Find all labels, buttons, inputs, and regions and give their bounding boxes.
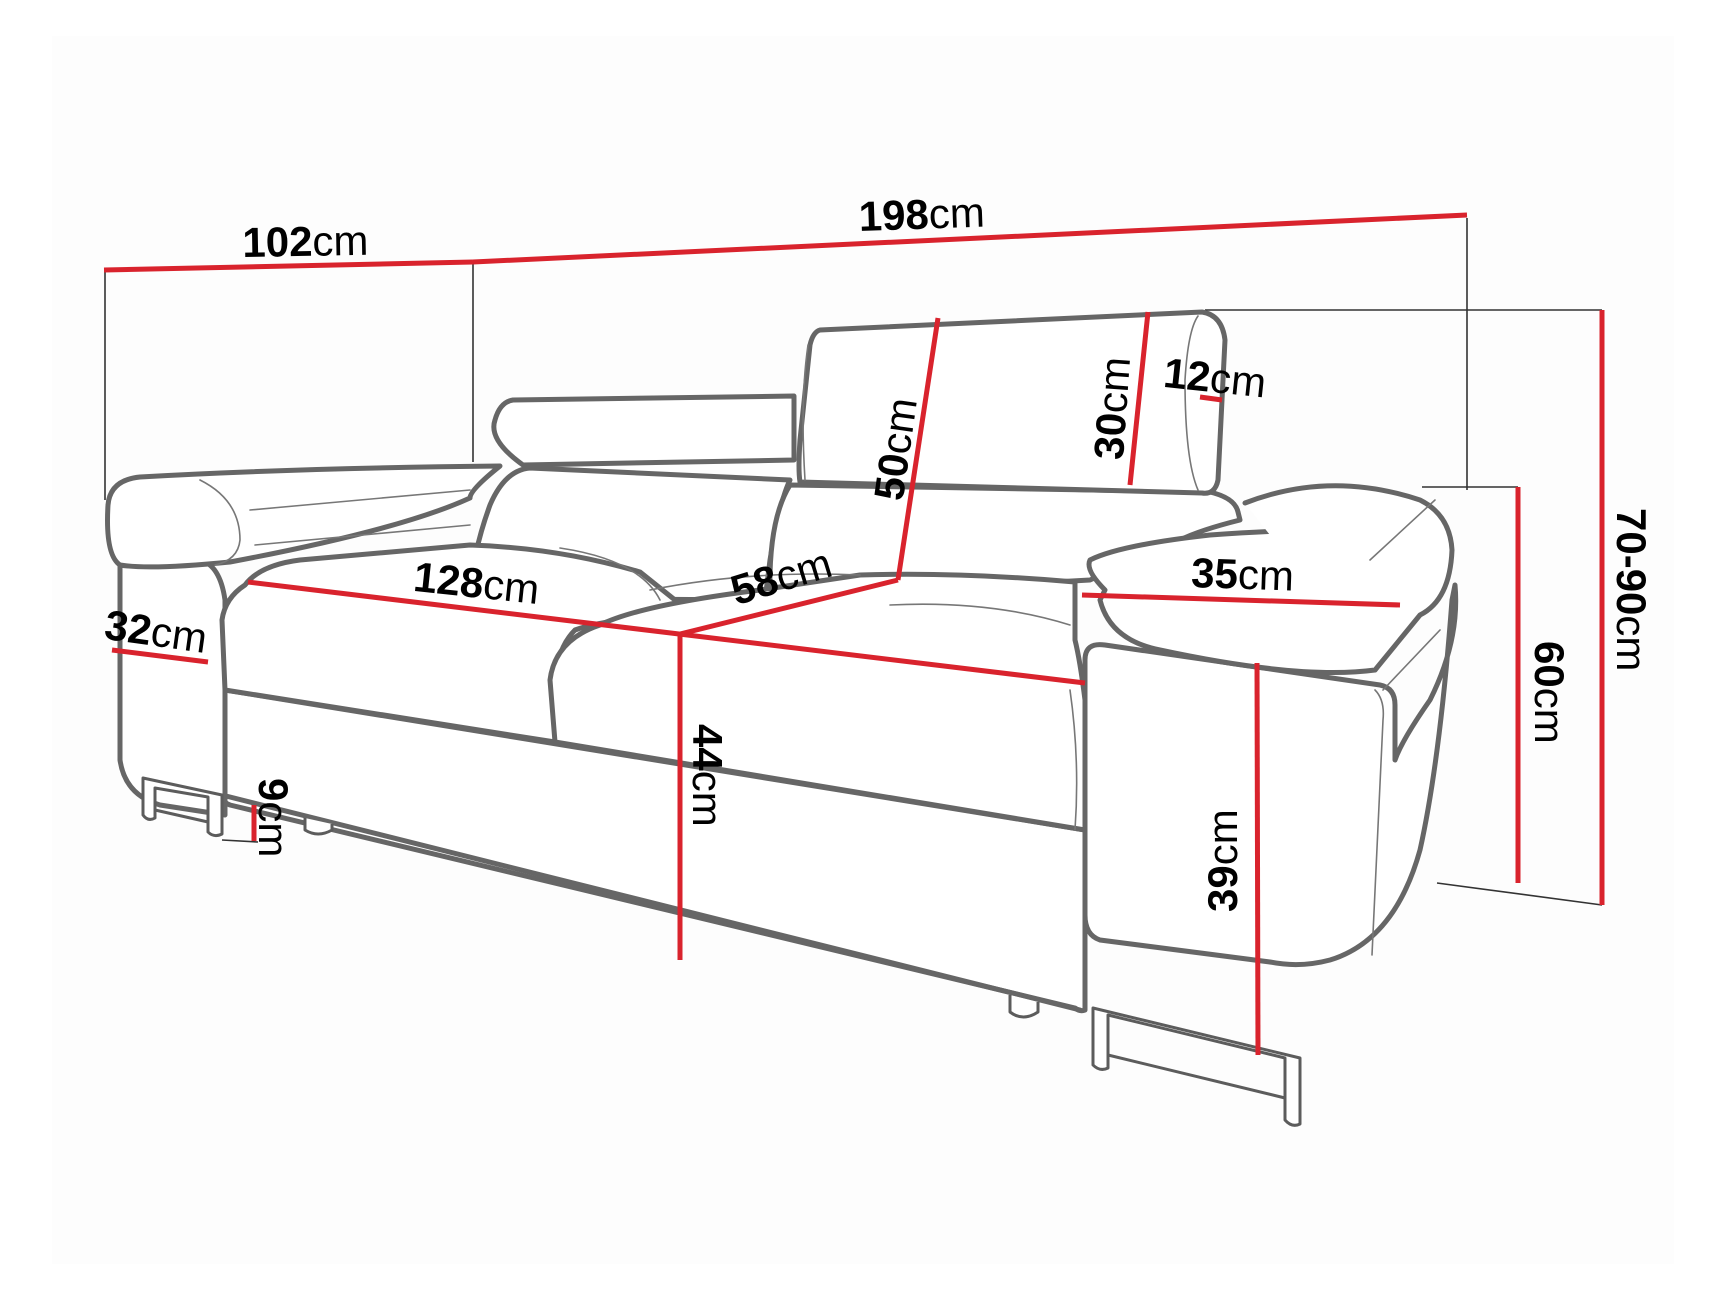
label-value: 9 <box>250 778 297 802</box>
label-unit: cm <box>1608 615 1655 672</box>
dim-line-seat-width <box>247 579 1086 686</box>
label-width-total: 198cm <box>857 188 986 240</box>
label-unit: cm <box>684 770 731 827</box>
label-unit: cm <box>250 801 297 858</box>
dim-line-headrest-thickness <box>1199 394 1223 403</box>
left-headrest <box>491 393 797 468</box>
label-seat-height: 44cm <box>684 724 731 827</box>
label-unit: cm <box>148 607 211 662</box>
label-value: 32 <box>101 601 155 655</box>
right-headrest <box>796 309 1228 496</box>
label-leg-height: 9cm <box>250 778 297 858</box>
label-value: 44 <box>684 724 731 771</box>
left-armrest <box>105 463 503 818</box>
label-unit: cm <box>1526 687 1573 744</box>
label-unit: cm <box>871 394 926 457</box>
label-value: 128 <box>411 553 487 608</box>
right-armrest-body <box>1082 582 1459 968</box>
dim-line-armrest-width <box>1081 592 1401 608</box>
dim-line-seat-depth <box>679 577 899 637</box>
label-value: 60 <box>1526 641 1573 688</box>
label-value: 70-90 <box>1608 508 1655 616</box>
label-unit: cm <box>1088 355 1140 415</box>
label-armrest-width: 35cm <box>1190 549 1295 600</box>
extension-lines <box>104 218 1603 906</box>
label-value: 35 <box>1190 549 1239 598</box>
dim-line-backrest <box>895 317 941 581</box>
label-depth-total: 102cm <box>241 216 369 266</box>
label-value: 50 <box>865 450 919 504</box>
label-unit: cm <box>1237 550 1295 600</box>
dim-line-headrest <box>1127 311 1151 486</box>
legs <box>141 776 1302 1127</box>
dim-line-armrest-side <box>111 647 209 665</box>
seat-cushion-right <box>547 571 1088 833</box>
label-total-height: 70-90cm <box>1608 508 1655 672</box>
label-headrest-thickness: 12cm <box>1161 349 1269 407</box>
dim-line-armrest-body <box>1254 662 1261 1056</box>
label-value: 198 <box>857 190 930 240</box>
dim-line-depth-total <box>103 259 474 273</box>
label-unit: cm <box>312 216 369 265</box>
label-unit: cm <box>927 188 986 238</box>
label-value: 30 <box>1085 411 1136 462</box>
dimension-lines <box>103 212 1605 1056</box>
label-value: 102 <box>241 217 313 266</box>
label-value: 12 <box>1161 349 1213 401</box>
label-value: 39 <box>1199 865 1246 912</box>
label-unit: cm <box>1199 809 1246 866</box>
label-unit: cm <box>481 560 542 613</box>
dim-line-width-total <box>472 212 1468 265</box>
label-armrest-height: 60cm <box>1526 641 1573 744</box>
label-headrest-height: 30cm <box>1085 355 1140 462</box>
label-unit: cm <box>1207 353 1269 407</box>
label-armrest-body-height: 39cm <box>1199 809 1246 912</box>
